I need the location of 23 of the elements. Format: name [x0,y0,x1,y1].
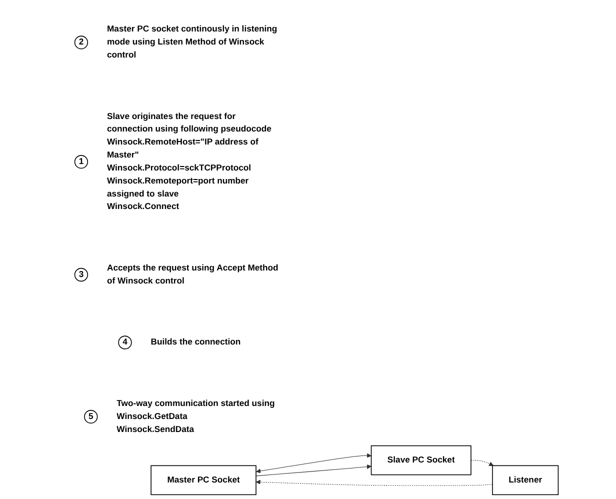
node-box: Master PC Socket [150,465,257,496]
arrow [470,460,494,466]
node-circle: 5 [84,410,98,424]
node-label: Accepts the request using Accept Method of Winsock control [107,263,279,286]
node-circle: 3 [74,268,88,282]
arrow [256,464,372,476]
node-label: Winsock.RemoteHost="IP address of Master" [107,138,259,160]
node-label: Winsock.Protocol=sckTCPProtocol [107,163,252,173]
node-circle: 4 [118,336,132,350]
node-label: Builds the connection [151,338,241,347]
arrow [256,480,493,486]
node-label: Winsock.GetData [116,412,188,422]
node-label: Winsock.SendData [116,424,194,434]
node-label: Winsock.Remoteport=port number assigned to slave [107,176,249,198]
node-label: Two-way communication started using [116,398,275,408]
node-label: Winsock.Connect [107,202,180,212]
arrow [256,453,372,474]
node-label: Master PC socket continously in listening mode using Listen Method of Winsock control [107,24,278,60]
node-circle: 2 [74,36,88,50]
node-label: Slave originates the request for connection using following pseudocode [107,112,272,134]
node-box: Slave PC Socket [371,445,472,476]
node-box: Listener [492,465,559,496]
node-circle: 1 [74,155,88,169]
